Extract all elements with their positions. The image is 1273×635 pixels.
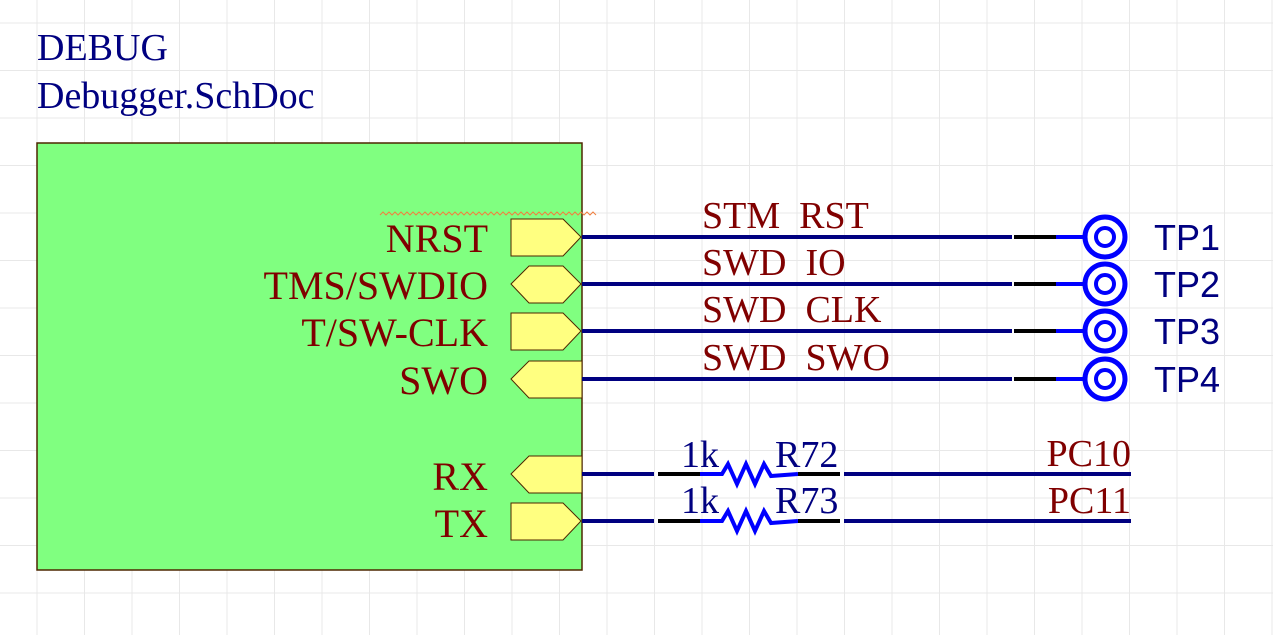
entry-label: SWO bbox=[399, 358, 488, 403]
net-swd-clk[interactable]: TP3 SWD CLK bbox=[582, 289, 1220, 354]
entry-shape-output bbox=[510, 218, 582, 257]
net-pc11[interactable]: 1k R73 PC11 bbox=[582, 480, 1131, 536]
entry-label: RX bbox=[432, 454, 488, 499]
testpoint-designator: TP4 bbox=[1154, 359, 1220, 400]
resistor-r73[interactable]: 1k R73 bbox=[681, 480, 838, 536]
net-label: PC11 bbox=[1048, 480, 1131, 522]
testpoint-inner-ring-icon bbox=[1094, 320, 1116, 342]
sheet-symbol-body[interactable] bbox=[36, 142, 583, 571]
entry-label: TX bbox=[435, 501, 488, 546]
sheet-designator: DEBUG bbox=[37, 27, 168, 69]
sheet-entry-t-sw-clk[interactable]: T/SW-CLK bbox=[301, 310, 582, 355]
net-pc10[interactable]: 1k R72 PC10 bbox=[582, 433, 1131, 489]
net-swd-io[interactable]: TP2 SWD IO bbox=[582, 242, 1220, 307]
testpoint-tp1[interactable]: TP1 bbox=[1082, 214, 1220, 260]
testpoint-inner-ring-icon bbox=[1094, 368, 1116, 390]
testpoint-outer-ring-icon bbox=[1082, 356, 1128, 402]
resistor-zigzag-icon bbox=[700, 459, 799, 489]
entry-label: TMS/SWDIO bbox=[264, 263, 488, 308]
testpoint-tp3[interactable]: TP3 bbox=[1082, 308, 1220, 354]
resistor-value: 1k bbox=[681, 480, 719, 522]
resistor-r72[interactable]: 1k R72 bbox=[681, 434, 838, 489]
net-label: SWD SWO bbox=[702, 337, 890, 379]
sheet-filename: Debugger.SchDoc bbox=[37, 75, 315, 117]
testpoint-designator: TP3 bbox=[1154, 311, 1220, 352]
entry-label: T/SW-CLK bbox=[301, 310, 488, 355]
net-stm-rst[interactable]: TP1 STM RST bbox=[582, 195, 1220, 260]
testpoint-outer-ring-icon bbox=[1082, 308, 1128, 354]
net-label: SWD IO bbox=[702, 242, 846, 284]
net-swd-swo[interactable]: TP4 SWD SWO bbox=[582, 337, 1220, 402]
entry-shape-output bbox=[510, 502, 582, 541]
sheet-entry-tx[interactable]: TX bbox=[435, 501, 582, 546]
net-label: STM RST bbox=[702, 195, 869, 237]
testpoint-tp2[interactable]: TP2 bbox=[1082, 261, 1220, 307]
testpoint-tp4[interactable]: TP4 bbox=[1082, 356, 1220, 402]
testpoint-inner-ring-icon bbox=[1094, 273, 1116, 295]
resistor-designator: R73 bbox=[775, 480, 838, 522]
testpoint-designator: TP1 bbox=[1154, 217, 1220, 258]
swd-nets: TP1 STM RST TP2 SWD IO TP3 SWD CLK TP4 SWD SWO bbox=[582, 195, 1220, 402]
sheet-entry-nrst[interactable]: NRST bbox=[386, 216, 582, 261]
resistor-designator: R72 bbox=[775, 434, 838, 476]
drc-error-squiggle bbox=[379, 211, 597, 216]
sheet-symbol[interactable]: DEBUG Debugger.SchDoc NRST TMS/SWDIO T/S… bbox=[36, 27, 597, 571]
sheet-entry-rx[interactable]: RX bbox=[432, 454, 583, 499]
testpoint-outer-ring-icon bbox=[1082, 261, 1128, 307]
testpoint-inner-ring-icon bbox=[1094, 226, 1116, 248]
resistor-value: 1k bbox=[681, 434, 719, 476]
net-label: SWD CLK bbox=[702, 289, 882, 331]
sheet-entry-swo[interactable]: SWO bbox=[399, 358, 583, 403]
entry-shape-bidirectional bbox=[510, 265, 582, 304]
sheet-entry-tms-swdio[interactable]: TMS/SWDIO bbox=[264, 263, 582, 308]
entry-shape-output bbox=[510, 312, 582, 351]
testpoint-outer-ring-icon bbox=[1082, 214, 1128, 260]
net-label: PC10 bbox=[1047, 433, 1131, 475]
entry-label: NRST bbox=[386, 216, 488, 261]
resistor-zigzag-icon bbox=[700, 506, 799, 536]
testpoint-designator: TP2 bbox=[1154, 264, 1220, 305]
